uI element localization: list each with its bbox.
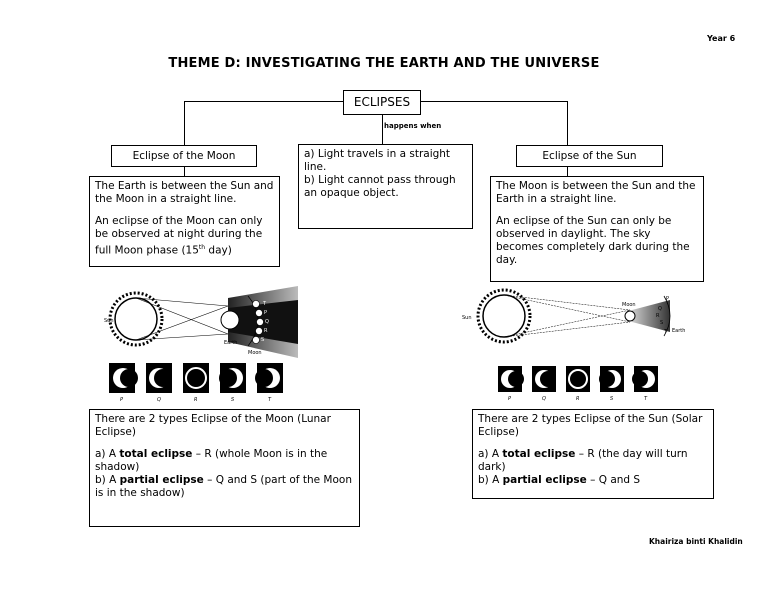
lunar-phase-strip: P Q R S T: [109, 363, 283, 403]
svg-text:T: T: [268, 397, 272, 403]
solar-total-eclipse: a) A total eclipse – R (the day will tur…: [478, 448, 688, 473]
eclipse-of-sun-label: Eclipse of the Sun: [516, 145, 663, 167]
svg-text:Sun: Sun: [462, 315, 472, 321]
moon-info-position: The Earth is between the Sun and the Moo…: [95, 180, 274, 205]
connector-line: [184, 166, 185, 176]
svg-text:S: S: [231, 397, 235, 403]
moon-eclipse-info: The Earth is between the Sun and the Moo…: [89, 176, 280, 267]
year-label: Year 6: [707, 34, 736, 43]
sun-icon: [476, 288, 532, 344]
svg-text:P: P: [120, 397, 123, 403]
svg-text:T: T: [644, 396, 648, 402]
connector-line: [184, 101, 185, 145]
moon-phase-icons: [109, 363, 283, 393]
moon-icon: [624, 310, 636, 322]
svg-text:T: T: [663, 329, 668, 335]
svg-text:S: S: [261, 337, 264, 343]
svg-text:P: P: [264, 310, 267, 316]
svg-text:Moon: Moon: [248, 350, 262, 356]
svg-text:Q: Q: [658, 306, 662, 312]
svg-text:S: S: [610, 396, 614, 402]
earth-icon: [220, 310, 240, 330]
svg-text:S: S: [660, 320, 663, 326]
svg-text:Q: Q: [542, 396, 546, 402]
svg-text:Earth: Earth: [224, 340, 237, 346]
svg-text:Q: Q: [157, 397, 161, 403]
svg-text:Q: Q: [265, 319, 269, 325]
connector-line: [184, 101, 343, 102]
lunar-partial-eclipse: b) A partial eclipse – Q and S (part of …: [95, 474, 352, 499]
svg-text:Earth: Earth: [672, 328, 685, 334]
svg-text:R: R: [264, 328, 268, 334]
svg-text:T: T: [262, 301, 267, 307]
solar-partial-eclipse: b) A partial eclipse – Q and S: [478, 474, 641, 486]
lunar-total-eclipse: a) A total eclipse – R (whole Moon is in…: [95, 448, 328, 473]
solar-eclipse-types: There are 2 types Eclipse of the Sun (So…: [472, 409, 714, 499]
sun-phase-icons: [498, 366, 658, 392]
connector-line: [567, 101, 568, 145]
svg-text:R: R: [656, 313, 660, 319]
sun-info-position: The Moon is between the Sun and the Eart…: [496, 180, 696, 205]
solar-phase-strip: P Q R S T: [498, 366, 658, 402]
author-credit: Khairiza binti Khalidin: [649, 537, 743, 546]
connector-line: [421, 101, 568, 102]
sun-eclipse-info: The Moon is between the Sun and the Eart…: [490, 176, 704, 282]
lunar-eclipse-diagram: Sun Earth Moon T P Q R S: [104, 286, 298, 358]
svg-text:Moon: Moon: [622, 302, 636, 308]
lunar-eclipse-types: There are 2 types Eclipse of the Moon (L…: [89, 409, 360, 527]
svg-text:P: P: [666, 296, 669, 302]
solar-types-intro: There are 2 types Eclipse of the Sun (So…: [478, 413, 703, 438]
moon-info-observation: An eclipse of the Moon can only be obser…: [95, 215, 263, 257]
eclipses-node: ECLIPSES: [343, 90, 421, 115]
page-title: THEME D: INVESTIGATING THE EARTH AND THE…: [168, 56, 600, 71]
conditions-box: a) Light travels in a straight line. b) …: [298, 144, 473, 229]
connector-label: happens when: [384, 122, 442, 130]
eclipse-of-moon-label: Eclipse of the Moon: [111, 145, 257, 167]
connector-line: [567, 166, 568, 176]
condition-b: b) Light cannot pass through an opaque o…: [304, 174, 456, 199]
svg-text:Sun: Sun: [104, 318, 114, 324]
svg-text:P: P: [508, 396, 511, 402]
sun-icon: [108, 291, 164, 347]
sun-info-observation: An eclipse of the Sun can only be observ…: [496, 215, 690, 266]
solar-eclipse-diagram: Sun Moon Earth P Q R S T: [462, 288, 685, 344]
connector-line: [382, 115, 383, 145]
condition-a: a) Light travels in a straight line.: [304, 148, 451, 173]
svg-text:R: R: [576, 396, 579, 402]
lunar-types-intro: There are 2 types Eclipse of the Moon (L…: [95, 413, 331, 438]
svg-text:R: R: [194, 397, 197, 403]
